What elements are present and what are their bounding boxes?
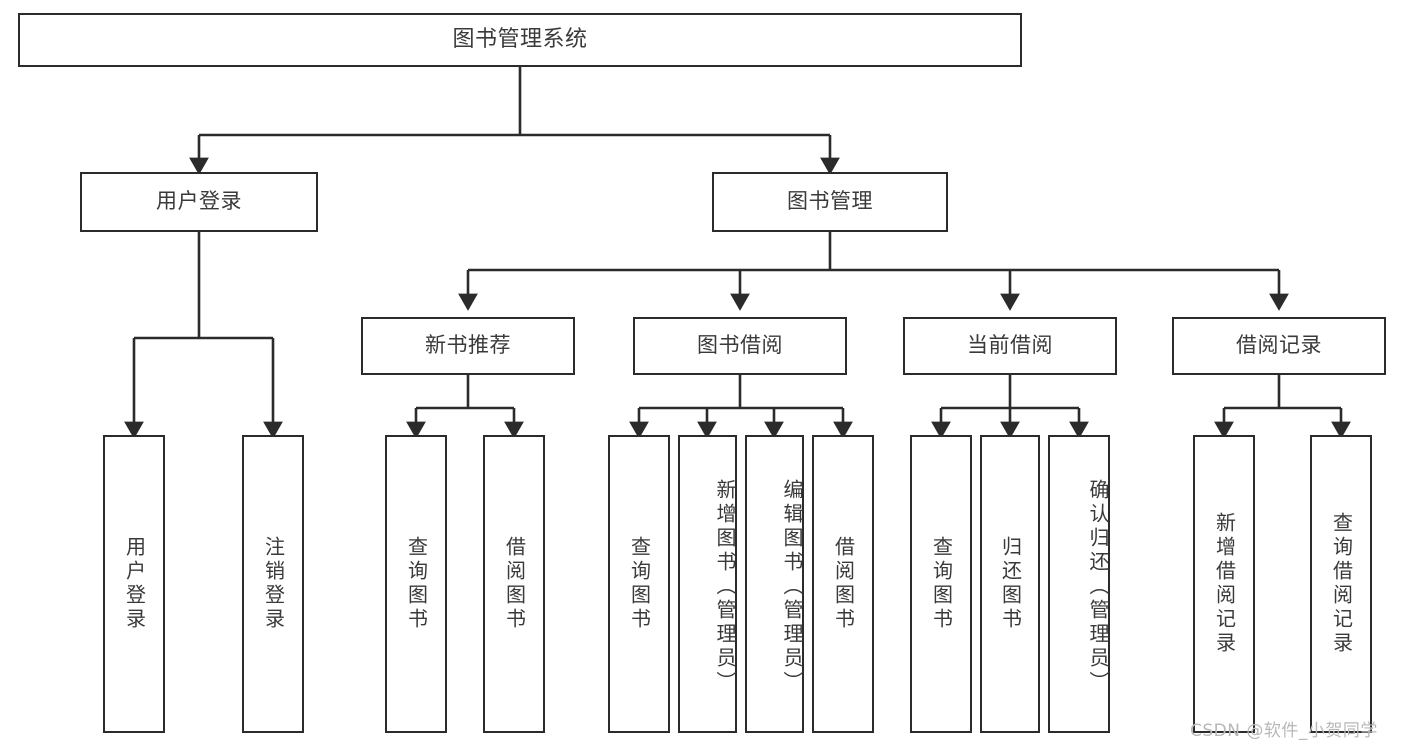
watermark-credit: CSDN @软件_小贺同学	[1190, 716, 1378, 741]
node-book-borrow[interactable]: 图书借阅	[633, 317, 847, 375]
leaf-logout[interactable]: 注销登录	[242, 435, 304, 733]
node-label: 图书管理	[787, 189, 873, 214]
node-borrow-records[interactable]: 借阅记录	[1172, 317, 1386, 375]
leaf-add-borrow-record[interactable]: 新增借阅记录	[1193, 435, 1255, 733]
node-label: 图书管理系统	[452, 26, 588, 52]
node-label: 图书借阅	[697, 333, 783, 358]
node-label: 查询借阅记录	[1329, 512, 1354, 656]
leaf-query-book-current[interactable]: 查询图书	[910, 435, 972, 733]
leaf-query-book-recommend[interactable]: 查询图书	[385, 435, 447, 733]
node-label: 归还图书	[998, 536, 1023, 632]
node-label: 新增图书（管理员）	[713, 479, 737, 695]
leaf-confirm-return-admin[interactable]: 确认归还（管理员）	[1048, 435, 1110, 733]
node-label: 当前借阅	[967, 333, 1053, 358]
node-label: 查询图书	[627, 536, 652, 632]
node-label: 新书推荐	[425, 333, 511, 358]
node-root-system[interactable]: 图书管理系统	[18, 13, 1022, 67]
leaf-borrow-book[interactable]: 借阅图书	[812, 435, 874, 733]
leaf-return-book[interactable]: 归还图书	[980, 435, 1040, 733]
node-label: 确认归还（管理员）	[1086, 479, 1110, 695]
node-label: 用户登录	[122, 536, 147, 632]
node-label: 借阅图书	[831, 536, 856, 632]
node-current-borrow[interactable]: 当前借阅	[903, 317, 1117, 375]
leaf-borrow-book-recommend[interactable]: 借阅图书	[483, 435, 545, 733]
node-label: 用户登录	[156, 189, 242, 214]
watermark-text: CSDN @软件_小贺同学	[1190, 721, 1378, 741]
node-new-book-recommend[interactable]: 新书推荐	[361, 317, 575, 375]
node-label: 借阅记录	[1236, 333, 1322, 358]
node-label: 新增借阅记录	[1212, 512, 1237, 656]
leaf-edit-book-admin[interactable]: 编辑图书（管理员）	[745, 435, 804, 733]
node-label: 注销登录	[261, 536, 286, 632]
node-label: 查询图书	[404, 536, 429, 632]
leaf-query-book-borrow[interactable]: 查询图书	[608, 435, 670, 733]
leaf-user-login[interactable]: 用户登录	[103, 435, 165, 733]
leaf-query-borrow-record[interactable]: 查询借阅记录	[1310, 435, 1372, 733]
node-label: 查询图书	[929, 536, 954, 632]
node-label: 编辑图书（管理员）	[780, 479, 804, 695]
leaf-add-book-admin[interactable]: 新增图书（管理员）	[678, 435, 737, 733]
node-label: 借阅图书	[502, 536, 527, 632]
node-user-login[interactable]: 用户登录	[80, 172, 318, 232]
node-book-management[interactable]: 图书管理	[712, 172, 948, 232]
